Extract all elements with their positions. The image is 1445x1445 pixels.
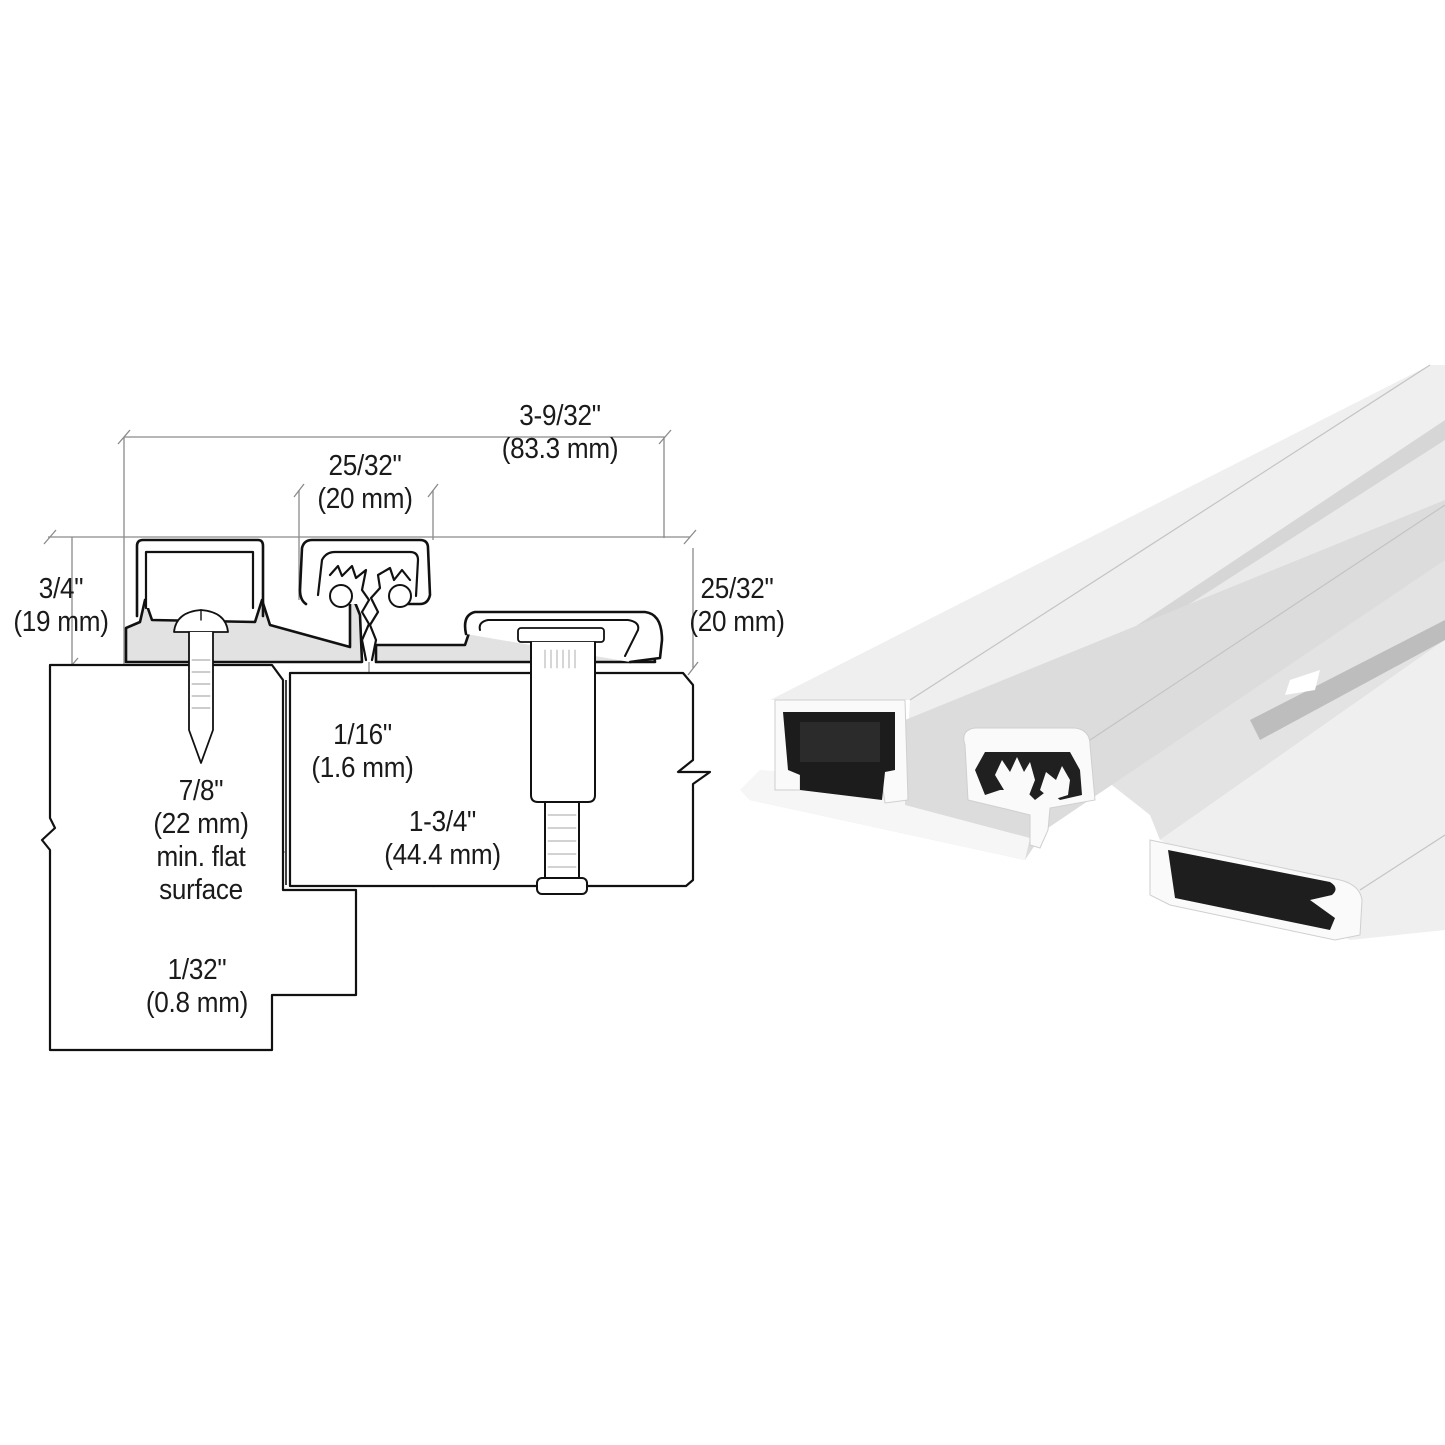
dim-min-flat-surface: 7/8" (22 mm) min. flat surface [153, 775, 249, 906]
dim-door-thickness: 1-3/4" (44.4 mm) [384, 806, 501, 871]
hinge-product-render [740, 364, 1445, 941]
dim-stop-offset: 1/32" (0.8 mm) [145, 954, 249, 1019]
dim-overall-width: 3-9/32" (83.3 mm) [501, 400, 619, 465]
dim-right-leaf-height: 25/32" (20 mm) [689, 573, 785, 638]
dim-gap: 1/16" (1.6 mm) [311, 719, 414, 784]
dim-knuckle-width: 25/32" (20 mm) [317, 450, 413, 515]
dim-left-leaf-height: 3/4" (19 mm) [13, 573, 109, 638]
frame-jamb [40, 663, 358, 1052]
hinge-profile [124, 538, 664, 895]
